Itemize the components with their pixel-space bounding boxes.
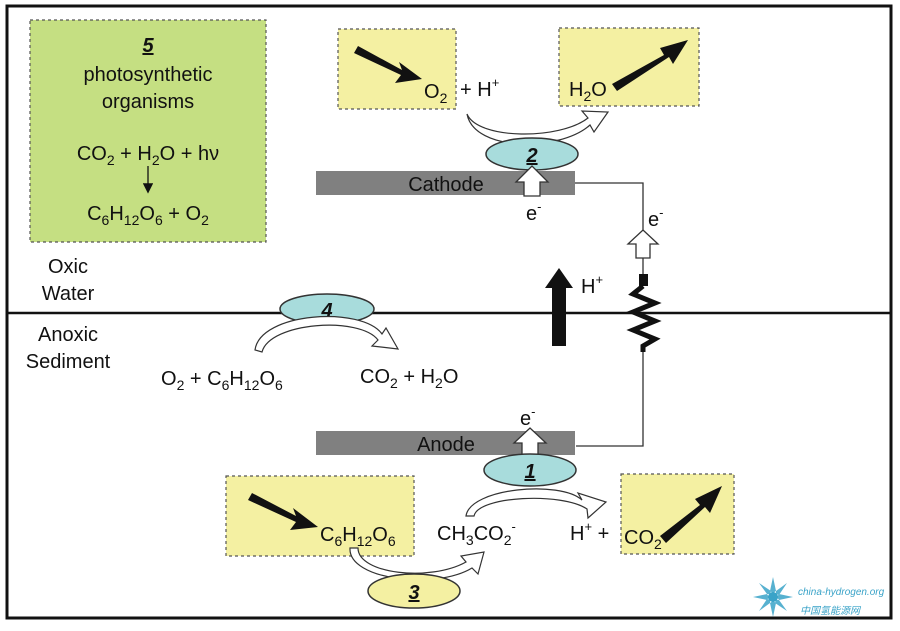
photosynthesis-title-line2: organisms <box>102 91 194 113</box>
cathode-reaction-arrow <box>466 110 610 145</box>
anode-acetate: CH3CO2- <box>437 519 516 548</box>
watermark-latin: china-hydrogen.org <box>798 587 885 598</box>
step-1-reaction-arrow <box>465 488 608 520</box>
circuit-electron-arrow-icon <box>626 229 660 259</box>
anode-electron-label: e- <box>520 404 535 430</box>
photosynthesis-box <box>29 19 267 243</box>
cathode-electron-label: e- <box>526 199 541 225</box>
oxic-label-line1: Oxic <box>48 256 88 278</box>
watermark-cjk: 中国氢能源网 <box>800 605 862 617</box>
co2-output-arrow-icon <box>660 486 722 543</box>
step-1-label: 1 <box>524 461 535 483</box>
water-output-box <box>558 27 700 107</box>
circuit-wire-lower <box>576 350 644 447</box>
anode-label: Anode <box>417 434 475 456</box>
glucose-input-arrow-icon <box>248 493 318 530</box>
anode-proton: H+ + <box>570 519 609 545</box>
resistor-body <box>639 274 648 286</box>
cathode-electron-arrow-icon <box>514 165 550 197</box>
step-3-label: 3 <box>408 582 419 604</box>
co2-output-box <box>620 473 735 555</box>
photosynthesis-title-line1: photosynthetic <box>84 64 213 86</box>
glucose-input-box <box>225 475 415 557</box>
step-3-reaction-arrow <box>349 547 485 581</box>
step-1-ellipse <box>483 453 577 487</box>
cathode-label: Cathode <box>408 174 484 196</box>
anoxic-label-line1: Anoxic <box>38 324 98 346</box>
circuit-electron-label: e- <box>648 205 663 231</box>
oxygen-input-arrow-icon <box>354 46 422 83</box>
oxygen-input-box <box>337 28 457 110</box>
resistor-icon <box>626 284 662 352</box>
step-3-ellipse <box>367 573 461 609</box>
step-5-label: 5 <box>142 35 154 57</box>
oxic-label-line2: Water <box>42 283 95 305</box>
anode-glucose: C6H12O6 <box>320 524 396 549</box>
proton-migration-arrow-icon <box>545 268 573 346</box>
cathode-plus-proton: + H+ <box>460 75 499 101</box>
watermark-logo-icon <box>753 577 793 617</box>
proton-migration-label: H+ <box>581 272 603 298</box>
water-output-arrow-icon <box>612 40 688 91</box>
step-4-reaction-arrow <box>254 315 400 353</box>
anoxic-label-line2: Sediment <box>26 351 111 373</box>
watermark: china-hydrogen.org 中国氢能源网 <box>753 577 885 617</box>
step-4-products: CO2 + H2O <box>360 366 458 391</box>
photosynthesis-reactants: CO2 + H2O + hν <box>77 143 219 168</box>
step-2-label: 2 <box>525 145 537 167</box>
